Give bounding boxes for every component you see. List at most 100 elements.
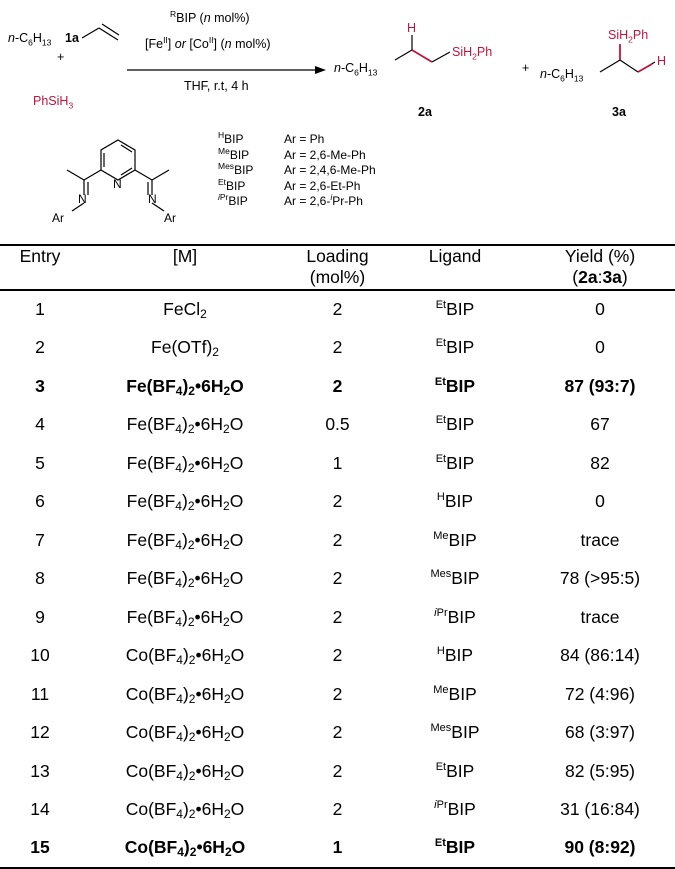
cell-entry: 7 [35,529,45,550]
cell-entry: 15 [30,837,50,858]
header-entry: Entry [19,246,61,266]
cell-yield: 82 (5:95) [564,760,636,781]
optimization-table: Entry [M] Loading(mol%) Ligand Yield (%)… [0,244,675,869]
conditions-metal: [FeII] or [CoII] (n mol%) [145,34,271,51]
cell-yield: 72 (4:96) [564,683,636,704]
ligand-ar-right: Ar [164,211,176,225]
cell-entry: 10 [30,645,50,666]
cell-yield: 82 [590,452,610,473]
cell-metal: Co(BF4)2•6H2O [125,683,245,706]
table-header-row: Entry [M] Loading(mol%) Ligand Yield (%)… [0,245,675,290]
cell-yield: 84 (86:14) [560,645,640,666]
cell-ligand: HBIP [436,645,474,666]
product-2a-si: SiH2Ph [452,45,493,62]
cell-yield: 87 (93:7) [564,375,636,396]
cell-ligand: EtBIP [435,299,475,320]
cell-loading: 2 [332,645,343,666]
ligand-def-name: MesBIP [218,161,254,177]
cell-entry: 8 [35,568,45,589]
ligand-def-name: MeBIP [218,145,250,162]
ligand-n-right: N [148,192,157,206]
ligand-def-ar: Ar = 2,4,6-Me-Ph [284,163,376,177]
cell-metal: Fe(BF4)2•6H2O [126,568,244,591]
table-row: 13 Co(BF4)2•6H2O 2 EtBIP 82 (5:95) [0,752,675,791]
cell-entry: 14 [30,799,50,820]
cell-yield: 68 (3:97) [564,722,636,743]
reaction-scheme: n-C6H13 1a + PhSiH3 RBIP (n mol%) [FeII]… [0,0,675,240]
ligand-def-name: iPrBIP [218,192,248,208]
header-ligand: Ligand [428,246,482,266]
ligand-n-ring: N [113,177,122,191]
header-yield: Yield (%)(2a:3a) [564,246,636,287]
cell-ligand: MeBIP [433,529,477,550]
cell-yield: 31 (16:84) [560,799,640,820]
cell-yield: 67 [590,414,610,435]
header-metal: [M] [172,246,198,266]
product-3a-si: SiH2Ph [608,28,649,45]
ligand-n-left: N [78,192,87,206]
cell-entry: 2 [35,337,45,358]
product-2a-h: H [407,21,417,35]
cell-entry: 13 [30,760,50,781]
cell-yield: 90 (8:92) [564,837,636,858]
cell-entry: 1 [35,299,45,320]
cell-metal: Fe(BF4)2•6H2O [126,414,244,437]
cell-loading: 1 [332,452,343,473]
cell-loading: 2 [332,529,343,550]
cell-entry: 4 [35,414,45,435]
cell-metal: Co(BF4)2•6H2O [125,799,245,822]
cell-entry: 11 [30,683,50,704]
cell-ligand: EtBIP [434,375,476,396]
cell-metal: Fe(BF4)2•6H2O [126,452,244,475]
cell-loading: 2 [332,337,343,358]
cell-yield: 78 (>95:5) [559,568,641,589]
cell-loading: 2 [332,760,343,781]
ligand-def-ar: Ar = Ph [284,132,325,146]
cell-entry: 6 [35,491,45,512]
silane-label: PhSiH3 [33,94,74,111]
cell-metal: Co(BF4)2•6H2O [125,760,245,783]
ligand-def-name: EtBIP [218,176,246,193]
cell-yield: 0 [595,337,605,358]
cell-entry: 12 [30,722,50,743]
ligand-def-ar: Ar = 2,6-iPr-Ph [284,192,363,208]
ligand-def-ar: Ar = 2,6-Et-Ph [284,178,361,193]
cell-metal: Fe(BF4)2•6H2O [126,375,244,398]
cell-loading: 2 [332,299,343,320]
product-3a-h: H [657,54,667,68]
cell-loading: 2 [332,606,343,627]
product-2a-chain: n-C6H13 [334,61,378,78]
cell-ligand: EtBIP [435,337,475,358]
cell-yield: 0 [595,299,605,320]
cell-metal: Co(BF4)2•6H2O [125,645,245,668]
cell-ligand: iPrBIP [434,606,476,627]
ligand-def-ar: Ar = 2,6-Me-Ph [284,147,366,162]
cell-yield: trace [580,606,620,627]
product-3a-label: 3a [612,105,626,119]
cell-loading: 2 [332,375,343,396]
cell-entry: 5 [35,452,45,473]
cell-entry: 9 [35,606,45,627]
cell-ligand: EtBIP [435,760,475,781]
table-row: 10 Co(BF4)2•6H2O 2 HBIP 84 (86:14) [0,637,675,676]
cell-ligand: EtBIP [435,414,475,435]
cell-loading: 2 [332,683,343,704]
cell-yield: trace [580,529,620,550]
ligand-def-row: iPrBIP Ar = 2,6-iPr-Ph [218,192,376,210]
cell-yield: 0 [595,491,605,512]
cell-metal: Co(BF4)2•6H2O [124,837,246,860]
cell-ligand: iPrBIP [434,799,476,820]
plus-sign: + [57,50,65,64]
cell-ligand: MesBIP [430,568,480,589]
ligand-def-row: EtBIP Ar = 2,6-Et-Ph [218,176,376,195]
